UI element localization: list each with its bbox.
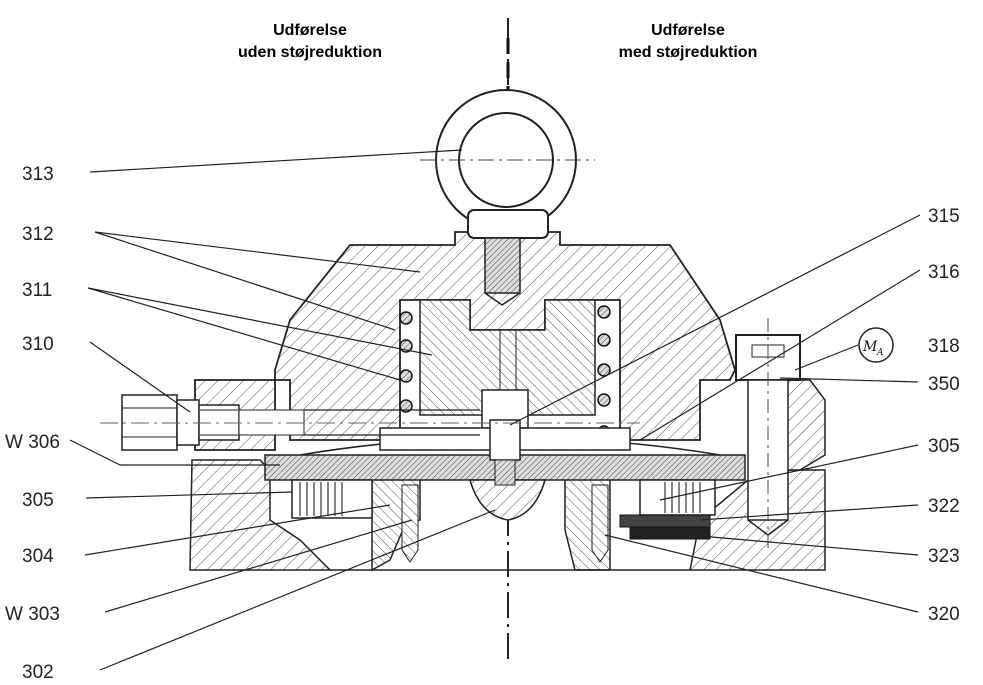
- part-label-310: 310: [22, 334, 54, 355]
- part-label-316: 316: [928, 262, 960, 283]
- heading-left-line1: Udførelse: [273, 22, 347, 39]
- torque-symbol-main: M: [862, 339, 878, 355]
- heading-right-line2: med støjreduktion: [618, 44, 758, 61]
- spring-pack-left: [291, 479, 373, 519]
- heading-left-line2: uden støjreduktion: [238, 44, 382, 61]
- part-label-320: 320: [928, 604, 960, 625]
- part-label-311: 311: [22, 280, 52, 301]
- part-label-312: 312: [22, 224, 54, 245]
- diaphragm: [264, 436, 746, 521]
- part-label-315: 315: [928, 206, 960, 227]
- part-label-302: 302: [22, 662, 54, 683]
- torque-symbol-sub: A: [876, 348, 884, 358]
- cap-screw: [735, 318, 801, 548]
- heading-right-line1: Udførelse: [651, 22, 725, 39]
- part-label-350: 350: [928, 374, 960, 395]
- part-label-304: 304: [22, 546, 54, 567]
- eye-bolt: [420, 89, 595, 306]
- center-bolt: [489, 419, 521, 486]
- part-label-305: 305: [22, 490, 54, 511]
- spring-pack-right: [619, 479, 716, 540]
- heading-with-noise-reduction: Udførelse med støjreduktion: [578, 20, 798, 64]
- part-label-w303: W 303: [5, 604, 60, 625]
- heading-without-noise-reduction: Udførelse uden støjreduktion: [200, 20, 420, 64]
- part-label-w306: W 306: [5, 432, 60, 453]
- leader-lines-right: [509, 214, 921, 613]
- part-labels-left: 313 312 311 310 W 306 305 304 W 303 302: [5, 164, 60, 683]
- part-labels-right: 315 316 318 350 305 322 323 320: [928, 206, 960, 625]
- leader-lines-left: [69, 149, 496, 671]
- part-label-322: 322: [928, 496, 960, 517]
- part-label-318: 318: [928, 336, 960, 357]
- tube-fitting: [100, 394, 640, 451]
- part-label-305: 305: [928, 436, 960, 457]
- part-label-313: 313: [22, 164, 54, 185]
- torque-symbol: M A: [858, 327, 894, 363]
- part-label-323: 323: [928, 546, 960, 567]
